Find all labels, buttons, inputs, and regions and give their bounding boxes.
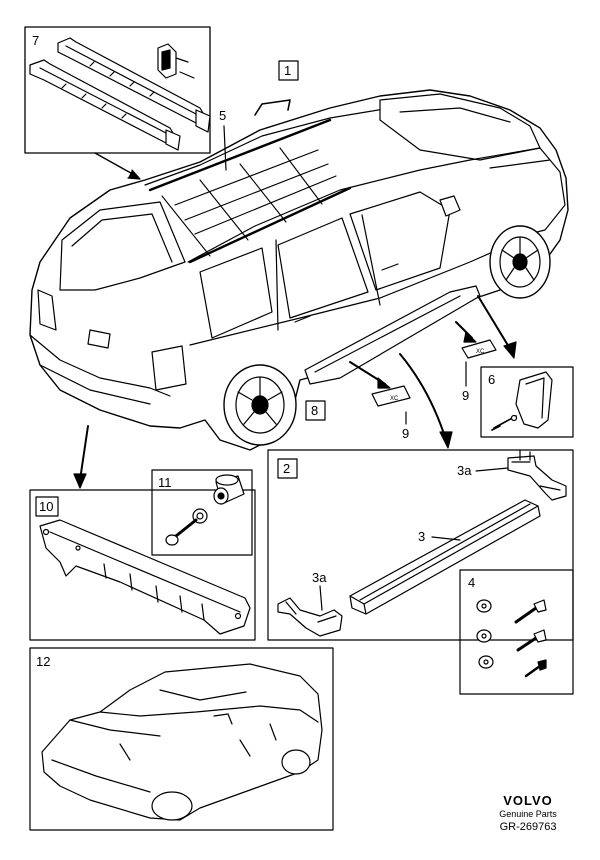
brand-subtitle: Genuine Parts <box>499 809 557 819</box>
front-wheel <box>489 225 551 299</box>
vehicle-main-illustration <box>29 89 569 451</box>
leader-5 <box>223 125 227 171</box>
box-1-callout[interactable]: 1 <box>278 60 299 81</box>
box-11-fasteners[interactable]: 11 <box>151 469 253 556</box>
callout-2: 2 <box>283 461 290 476</box>
callout-10: 10 <box>39 499 53 514</box>
callout-9-rear: 9 <box>402 426 409 441</box>
box-8-callout[interactable]: 8 <box>305 400 326 421</box>
callout-6: 6 <box>488 372 495 387</box>
box-10-skid-plate[interactable]: 10 <box>29 489 256 641</box>
drawing-code: GR-269763 <box>499 821 557 833</box>
brand-block: VOLVO Genuine Parts GR-269763 <box>478 793 578 833</box>
box-6-mud-flaps[interactable]: 6 <box>480 366 574 438</box>
callout-11: 11 <box>158 475 172 490</box>
callout-7: 7 <box>32 33 39 48</box>
sill-plate-front-text: XC <box>476 349 485 355</box>
box-7-roof-carriers[interactable]: 7 <box>24 26 211 154</box>
callout-1: 1 <box>284 63 291 78</box>
callout-3a-top: 3a <box>457 463 472 478</box>
volvo-logo-text: VOLVO <box>503 793 553 808</box>
running-board-on-car <box>304 285 481 385</box>
rear-wheel <box>223 364 297 446</box>
callout-5: 5 <box>219 108 226 123</box>
callout-9-front: 9 <box>462 388 469 403</box>
sill-plate-rear-text: XC <box>390 396 399 402</box>
callout-8: 8 <box>311 403 318 418</box>
sill-plate-front: XC <box>461 339 497 359</box>
box-2-running-boards[interactable]: 2 3a 3 3a <box>267 449 574 641</box>
callout-4: 4 <box>468 575 475 590</box>
sill-plate-rear: XC <box>371 385 411 407</box>
box-12-car-cover[interactable]: 12 <box>29 647 334 831</box>
callout-3a-bottom: 3a <box>312 570 327 585</box>
callout-12: 12 <box>36 654 50 669</box>
box-4-hardware[interactable]: 4 <box>459 569 574 695</box>
callout-3: 3 <box>418 529 425 544</box>
arrow-7 <box>127 169 141 180</box>
